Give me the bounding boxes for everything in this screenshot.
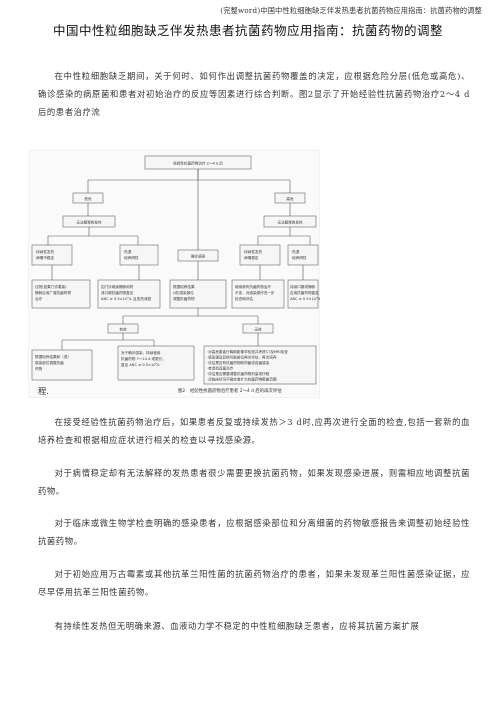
result1-line2: 静脉应用广谱抗菌药物 bbox=[35, 290, 71, 295]
ineffective-label: 无效 bbox=[254, 327, 262, 332]
ineffective-line3: ·评估是否有抗菌药物耐药菌或真菌感染 bbox=[207, 360, 270, 365]
effective-result1-box bbox=[31, 349, 93, 381]
ineffective-line6: ·对临床状况不稳定者扩大抗菌药物覆盖范围 bbox=[207, 377, 277, 382]
effective-result1-line2: 感染部位调整抗菌 bbox=[35, 360, 64, 365]
high-branch1-line1: ·持续性发热 bbox=[243, 249, 263, 254]
paragraph-4: 对于初始应用万古霉素或其他抗革兰阳性菌的抗菌药物治疗的患者，如果未发现革兰阳性菌… bbox=[38, 569, 470, 597]
paragraph-2: 对于病情稳定却有无法解释的发热患者很少需要更换抗菌药物，如果发现感染进展，则需相… bbox=[38, 468, 470, 496]
result3-line3: 调整抗菌药物 bbox=[173, 296, 195, 301]
high-branch1-line2: ·病情稳定 bbox=[243, 255, 259, 260]
low-branch2-line1: ·热退 bbox=[123, 249, 132, 254]
flowchart-svg: 经验性抗菌药物治疗 2～4 d 后 低危 高危 无法解释的发热 无法解释的发热 … bbox=[28, 150, 320, 398]
effective-result2-box bbox=[117, 345, 195, 381]
low-branch1-box bbox=[31, 244, 73, 266]
effective-result1-line3: 药物 bbox=[35, 366, 43, 371]
result1-box bbox=[31, 279, 91, 309]
result4-line3: 检查和评估 bbox=[235, 296, 253, 301]
high-branch1-box bbox=[239, 244, 281, 266]
ineffective-line4: ·考虑抗真菌治疗 bbox=[207, 366, 234, 371]
low-branch2-box bbox=[119, 244, 159, 266]
result4-line2: 不变，对感染源作进一步 bbox=[235, 290, 275, 295]
high-branch2-line2: ·培养阴性 bbox=[291, 255, 307, 260]
paragraph-3: 对于临床或微生物学检查明确的感染患者，应根据感染部位和分离细菌的药物敏感报告来调… bbox=[38, 518, 470, 546]
low-branch1-line2: ·病情不稳定 bbox=[35, 255, 55, 260]
effective-result2-line1: 对于确诊感染，持续使用 bbox=[121, 350, 161, 355]
result4-line1: 继续原有抗菌药物治疗 bbox=[235, 284, 271, 289]
result2-line2: 或口服抗菌药物直至 bbox=[101, 290, 134, 295]
ineffective-line1: ·对高危患者行胸部影像学检查并考虑CT及MRI检查 bbox=[207, 349, 288, 354]
paragraph-5: 有持续性发热但无明确来源、血液动力学不稳定的中性粒细胞缺乏患者，应将其抗菌方案扩… bbox=[54, 621, 420, 631]
document-title: 中国中性粒细胞缺乏伴发热患者抗菌药物应用指南：抗菌药物的调整 bbox=[52, 23, 443, 38]
running-header: (完整word)中国中性粒细胞缺乏伴发热患者抗菌药物应用指南：抗菌药物的调整 bbox=[220, 6, 482, 15]
intro-paragraph-tail: 程. bbox=[38, 386, 49, 396]
result3-line1: 根据培养结果 bbox=[173, 284, 195, 289]
low-branch2-line2: ·培养阴性 bbox=[123, 255, 139, 260]
result5-line1: 持续口服或静脉 bbox=[290, 284, 316, 289]
result1-line3: 治疗 bbox=[35, 296, 43, 301]
high-unexplained-label: 无法解释的发热 bbox=[277, 220, 303, 225]
result5-box bbox=[287, 279, 319, 309]
confirmed-infection-label: 确诊感染 bbox=[191, 254, 206, 259]
ineffective-result-box bbox=[203, 345, 317, 385]
ineffective-line5: ·评估是否需要调整抗菌药物剂量或疗程 bbox=[207, 371, 270, 376]
result2-line3: ANC ≥ 0.5×10⁹/L 且发热消退 bbox=[101, 296, 151, 301]
figure-caption-label: 图2 bbox=[178, 388, 185, 394]
effective-label: 有效 bbox=[119, 327, 127, 332]
effective-result2-line3: 直至 ANC ≥ 0.5×10⁹/L bbox=[121, 362, 160, 367]
flowchart-figure: 经验性抗菌药物治疗 2～4 d 后 低危 高危 无法解释的发热 无法解释的发热 … bbox=[28, 150, 320, 398]
effective-result2-line2: 抗菌药物 7～14 d 或更长， bbox=[121, 356, 166, 361]
ineffective-line2: ·感染源及其他可能部位再次评估，再次培养 bbox=[207, 355, 277, 360]
low-risk-label: 低危 bbox=[84, 196, 92, 201]
result5-line3: ANC ≥ 0.5×10⁹/L bbox=[290, 297, 320, 301]
result2-line1: 如门诊继续静脉用药 bbox=[101, 284, 134, 289]
result2-box bbox=[97, 279, 161, 309]
low-unexplained-label: 无法解释的发热 bbox=[76, 220, 102, 225]
low-branch1-line1: ·持续性发热 bbox=[35, 249, 55, 254]
figure-caption-text: 经验性抗菌药物治疗患者 2～4 d 后的再次评估 bbox=[190, 387, 282, 394]
high-branch2-box bbox=[287, 244, 319, 266]
high-branch2-line1: ·热退 bbox=[291, 249, 300, 254]
result4-box bbox=[231, 279, 285, 309]
paragraph-1: 在接受经验性抗菌药物治疗后，如果患者反复或持续发热＞3 d时,应再次进行全面的检… bbox=[38, 417, 470, 445]
result5-line2: 应用抗菌药物直至 bbox=[290, 290, 319, 295]
result1-line1: 住院(如果门诊患者) bbox=[35, 284, 67, 289]
result3-line2: (或)感染部位 bbox=[173, 290, 194, 295]
effective-result1-line1: 根据培养结果和（或） bbox=[35, 354, 71, 359]
result3-box bbox=[169, 279, 227, 309]
top-box-label: 经验性抗菌药物治疗 2～4 d 后 bbox=[173, 161, 223, 166]
high-risk-label: 高危 bbox=[286, 196, 294, 201]
intro-paragraph: 在中性粒细胞缺乏期间，关于何时、如何作出调整抗菌药物覆盖的决定，应根据危险分层(… bbox=[38, 71, 470, 117]
